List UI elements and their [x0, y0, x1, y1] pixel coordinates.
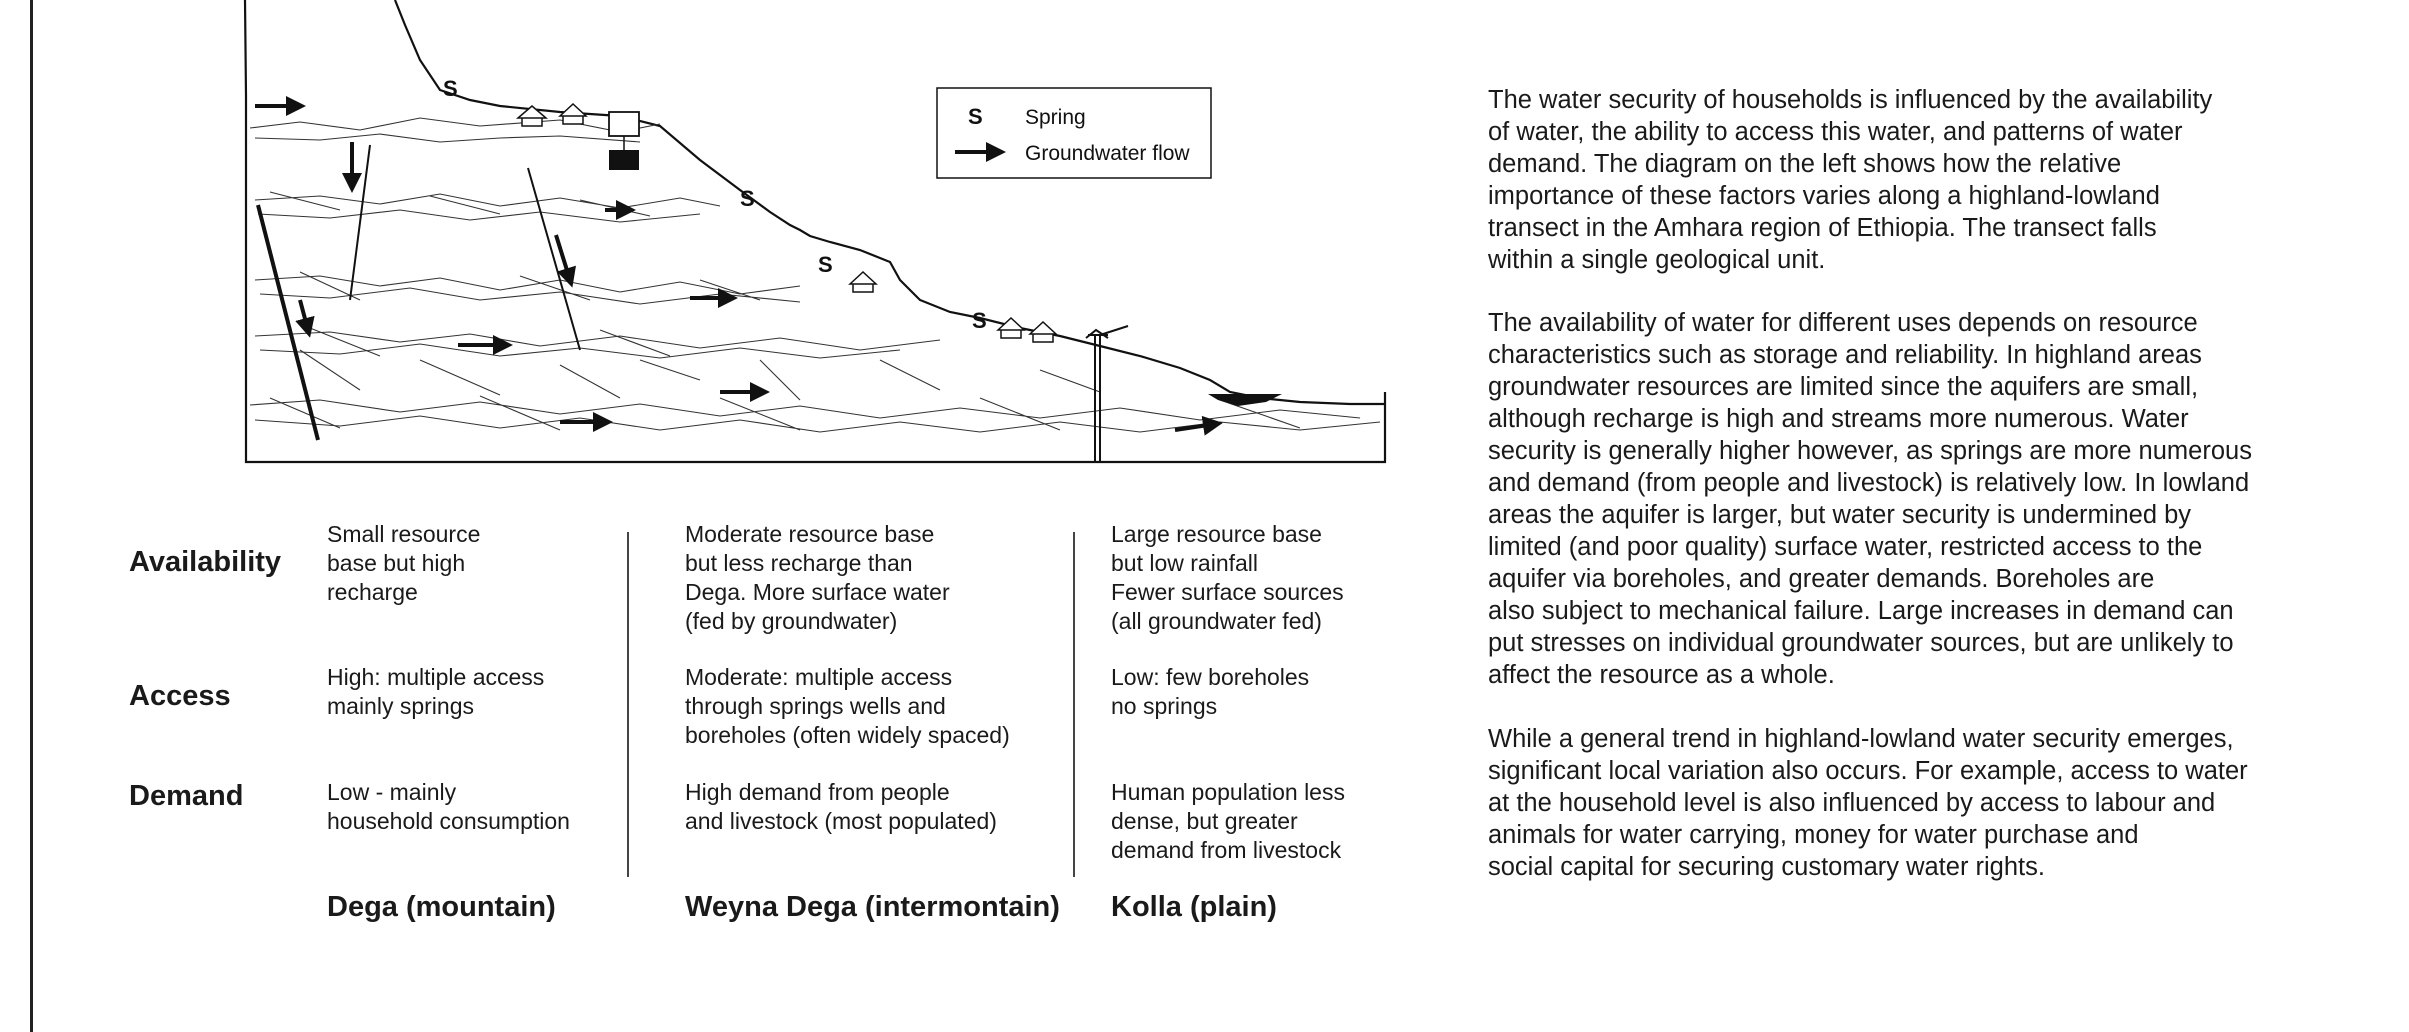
legend-flow-label: Groundwater flow — [1025, 142, 1190, 165]
legend-spring-label: Spring — [1025, 106, 1086, 129]
cell-dega-availability: Small resource base but high recharge — [327, 520, 480, 607]
zone-title-dega: Dega (mountain) — [327, 891, 556, 924]
cell-dega-access: High: multiple access mainly springs — [327, 663, 544, 721]
cell-dega-demand: Low - mainly household consumption — [327, 778, 570, 836]
transect-diagram: S S S S S Spring Groundwater flow — [0, 0, 1420, 480]
water-tank — [609, 112, 639, 170]
row-label-access: Access — [129, 680, 231, 713]
column-divider — [1073, 532, 1075, 877]
cell-weyna-dega-demand: High demand from people and livestock (m… — [685, 778, 997, 836]
zone-title-weyna-dega: Weyna Dega (intermontain) — [685, 891, 1060, 924]
cell-weyna-dega-access: Moderate: multiple access through spring… — [685, 663, 1010, 750]
cell-kolla-access: Low: few boreholes no springs — [1111, 663, 1309, 721]
variation-paragraph: While a general trend in highland-lowlan… — [1488, 723, 2368, 883]
spring-marker: S — [972, 308, 987, 333]
section-outline — [246, 96, 1385, 462]
fault-lines — [258, 145, 580, 440]
column-divider — [627, 532, 629, 877]
cell-kolla-availability: Large resource base but low rainfall Few… — [1111, 520, 1344, 636]
intro-paragraph: The water security of households is infl… — [1488, 84, 2368, 276]
zone-title-kolla: Kolla (plain) — [1111, 891, 1277, 924]
legend-spring-symbol: S — [968, 104, 983, 129]
cell-weyna-dega-availability: Moderate resource base but less recharge… — [685, 520, 950, 636]
spring-marker: S — [818, 252, 833, 277]
legend: S Spring Groundwater flow — [937, 88, 1211, 178]
cell-kolla-demand: Human population less dense, but greater… — [1111, 778, 1345, 865]
borehole-windmill — [1086, 326, 1128, 462]
row-label-availability: Availability — [129, 546, 281, 579]
spring-marker: S — [740, 186, 755, 211]
row-label-demand: Demand — [129, 780, 243, 813]
availability-paragraph: The availability of water for different … — [1488, 307, 2368, 691]
spring-marker: S — [443, 76, 458, 101]
